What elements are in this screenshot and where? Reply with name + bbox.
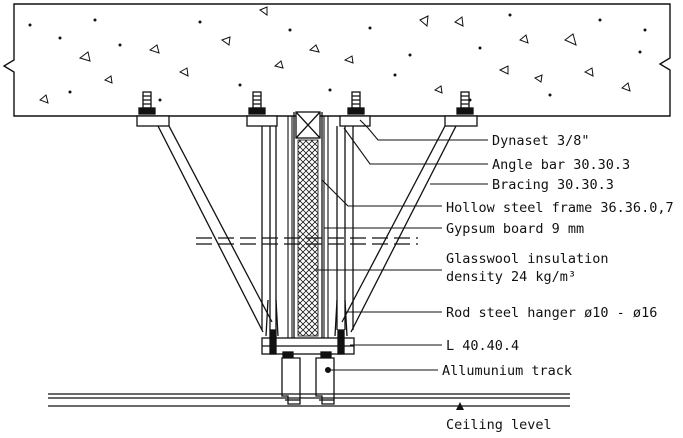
label-gypsum-board: Gypsum board 9 mm [446, 221, 584, 237]
label-hollow-steel-frame: Hollow steel frame 36.36.0,7 [446, 200, 674, 216]
label-bracing: Bracing 30.30.3 [492, 177, 614, 193]
label-rod-steel-hanger: Rod steel hanger ø10 - ø16 [446, 305, 657, 321]
label-glasswool-line2: density 24 kg/m³ [446, 269, 576, 285]
ceiling-level-marker [456, 402, 464, 410]
ceiling-boards [48, 393, 570, 407]
concrete-slab [2, 3, 671, 117]
angle-bars [136, 115, 478, 127]
anchor-4 [456, 91, 474, 115]
aluminium-track [281, 357, 335, 405]
concrete-aggregate-marks [28, 6, 647, 104]
label-angle-bar: Angle bar 30.30.3 [492, 157, 630, 173]
anchor-1 [138, 91, 156, 115]
break-line [196, 237, 418, 245]
anchor-3 [347, 91, 365, 115]
rod-steel-hangers [265, 299, 348, 337]
leader-lines [316, 119, 488, 374]
bracing-left [157, 125, 273, 333]
label-dynaset: Dynaset 3/8" [492, 133, 590, 149]
label-glasswool-line1: Glasswool insulation [446, 251, 609, 267]
label-aluminium-track: Allumunium track [442, 363, 572, 379]
hollow-steel-frame [293, 111, 323, 340]
l-angle-bottom [261, 329, 355, 359]
label-ceiling-level: Ceiling level [446, 417, 552, 433]
dynaset-anchors [138, 91, 474, 115]
ceiling-triangle-icon [456, 402, 464, 410]
anchor-2 [248, 91, 266, 115]
bracing-right [341, 125, 457, 333]
callout-labels: Dynaset 3/8" Angle bar 30.30.3 Bracing 3… [442, 133, 674, 433]
label-l-angle: L 40.40.4 [446, 338, 519, 354]
